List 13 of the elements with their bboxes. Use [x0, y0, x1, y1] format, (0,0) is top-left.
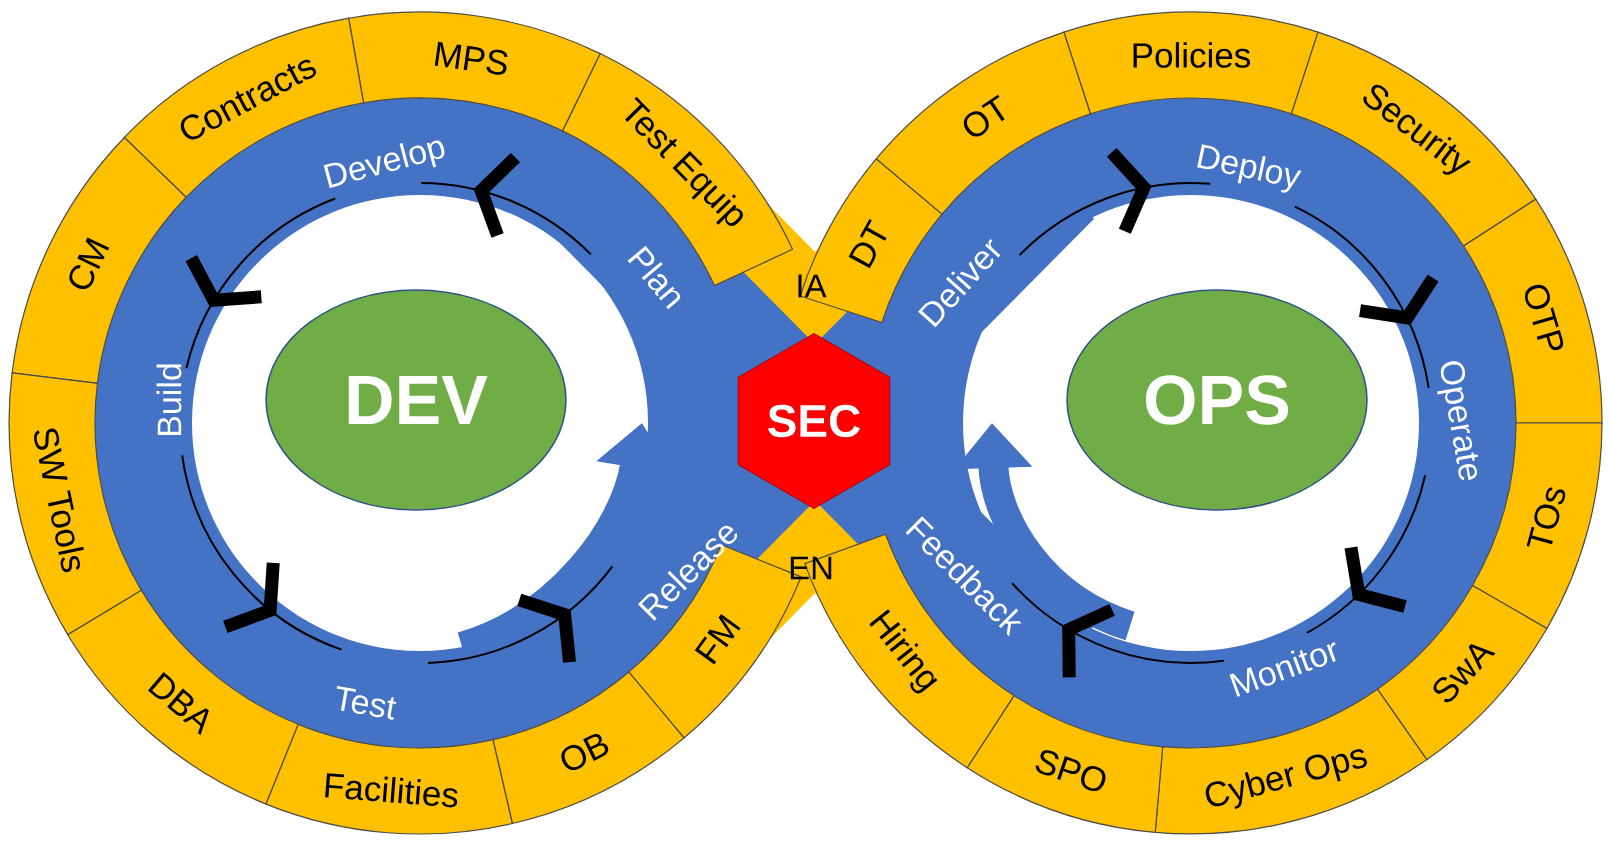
node-label: SPO — [1035, 750, 1106, 792]
band-segment: SW Tools — [8, 372, 142, 636]
band-segment: MPS — [348, 11, 601, 132]
band-segment: Policies — [1063, 11, 1319, 115]
band-segment: OB — [492, 671, 685, 825]
band-segment: SPO — [966, 695, 1164, 833]
shield-hexagon: SEC — [737, 333, 891, 509]
band-segment: SwA — [1376, 584, 1548, 761]
node-label: Facilities — [325, 773, 458, 808]
band-segment: OT — [875, 31, 1092, 215]
node-label: TOs — [1526, 487, 1566, 547]
stage-label: Test — [336, 686, 397, 720]
band-segment: Facilities — [265, 723, 513, 835]
